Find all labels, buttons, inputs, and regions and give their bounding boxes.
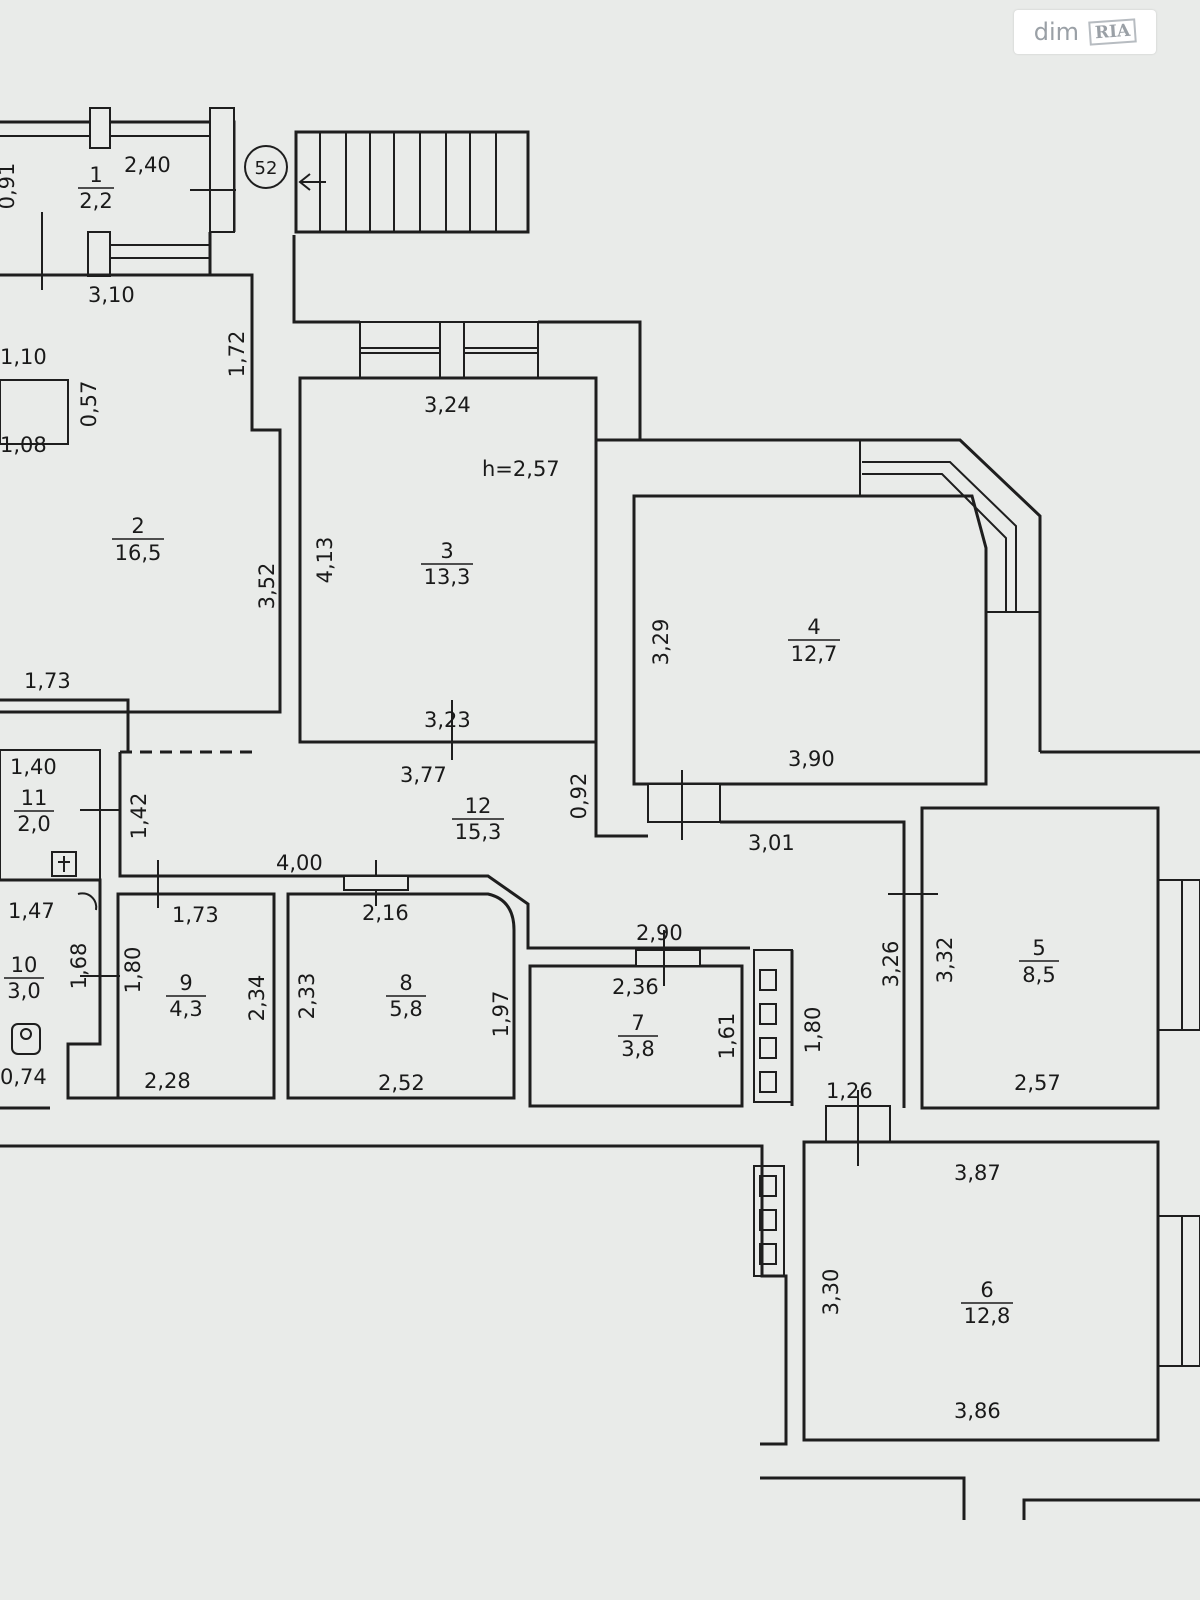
room-2-label: 2 16,5	[112, 514, 164, 565]
dimension-label: 2,36	[612, 975, 659, 999]
room-11-label: 11 2,0	[14, 786, 54, 836]
dimension-label: 4,13	[313, 537, 337, 584]
room-area: 4,3	[169, 997, 202, 1021]
dimension-label: 3,29	[649, 619, 673, 666]
dimension-label: 3,52	[255, 563, 279, 610]
room-12-label: 12 15,3	[452, 794, 504, 844]
dimension-label: 2,90	[636, 921, 683, 945]
dimension-label: 2,33	[295, 973, 319, 1020]
dimension-label: 2,34	[245, 975, 269, 1022]
room-1-label: 1 2,2	[78, 163, 114, 213]
dimension-label: 1,08	[0, 433, 47, 457]
room-number: 11	[21, 786, 48, 810]
room-9-label: 9 4,3	[166, 971, 206, 1021]
room-area: 13,3	[424, 565, 471, 589]
room-number: 4	[807, 615, 820, 639]
dimension-label: 2,40	[124, 153, 171, 177]
room-area: 12,8	[964, 1304, 1011, 1328]
room-area: 8,5	[1022, 963, 1055, 987]
dimension-label: 3,86	[954, 1399, 1001, 1423]
dimension-label: 1,73	[172, 903, 219, 927]
room-7-label: 7 3,8	[618, 1011, 658, 1061]
room-number: 3	[440, 539, 453, 563]
dimension-label: 0,74	[0, 1065, 47, 1089]
room-6-label: 6 12,8	[961, 1278, 1013, 1328]
room-area: 2,2	[79, 189, 112, 213]
dimension-label: 3,01	[748, 831, 795, 855]
dimension-label: 1,73	[24, 669, 71, 693]
room-number: 6	[980, 1278, 993, 1302]
dimension-label: 2,16	[362, 901, 409, 925]
dimension-label: 1,26	[826, 1079, 873, 1103]
room-area: 16,5	[115, 541, 162, 565]
dimension-label: 1,40	[10, 755, 57, 779]
dimension-label: 2,57	[1014, 1071, 1061, 1095]
room-5-label: 5 8,5	[1019, 936, 1059, 987]
dimension-label: 1,42	[127, 793, 151, 840]
dimension-label: 4,00	[276, 851, 323, 875]
room-number: 9	[179, 971, 192, 995]
dimension-label: 1,80	[801, 1007, 825, 1054]
room-number: 12	[465, 794, 492, 818]
dimension-label: 3,10	[88, 283, 135, 307]
dimension-label: 3,90	[788, 747, 835, 771]
dimension-label: 1,10	[0, 345, 47, 369]
walls	[0, 107, 1200, 1520]
room-labels: 1 2,2 2 16,5 3 13,3 4 12,7 5 8,5 6 12,8	[4, 163, 1059, 1328]
room-8-label: 8 5,8	[386, 971, 426, 1021]
room-4-label: 4 12,7	[788, 615, 840, 666]
room-area: 3,0	[7, 979, 40, 1003]
room-number: 1	[89, 163, 102, 187]
stair-marker-label: 52	[255, 158, 278, 179]
stair-marker: 52	[244, 145, 288, 189]
logo-badge: RIA	[1088, 18, 1138, 46]
room-number: 8	[399, 971, 412, 995]
room-area: 5,8	[389, 997, 422, 1021]
logo-text: dim	[1033, 18, 1079, 46]
dimension-label: 1,72	[225, 331, 249, 378]
dim-ria-logo[interactable]: dim RIA	[1014, 10, 1156, 54]
dimension-label: 1,68	[67, 943, 91, 990]
ceiling-height-note: h=2,57	[482, 457, 560, 481]
dimension-label: 0,57	[77, 381, 101, 428]
dimension-label: 3,77	[400, 763, 447, 787]
room-area: 12,7	[791, 642, 838, 666]
room-area: 2,0	[17, 812, 50, 836]
dimension-label: 1,97	[489, 991, 513, 1038]
dimension-label: 1,80	[121, 947, 145, 994]
dimension-label: 1,47	[8, 899, 55, 923]
dimension-label: 2,28	[144, 1069, 191, 1093]
room-area: 15,3	[455, 820, 502, 844]
room-number: 2	[131, 514, 144, 538]
room-number: 5	[1032, 936, 1045, 960]
dimension-label: 3,24	[424, 393, 471, 417]
dimension-label: 3,87	[954, 1161, 1001, 1185]
dimension-label: 3,23	[424, 708, 471, 732]
room-number: 7	[631, 1011, 644, 1035]
dimension-label: 2,52	[378, 1071, 425, 1095]
dimension-label: 0,92	[567, 773, 591, 820]
dimension-label: 1,61	[715, 1013, 739, 1060]
dimension-labels: 0,91 2,40 3,10 1,10 0,57 1,08 1,72 3,24 …	[0, 153, 1061, 1423]
room-number: 10	[11, 953, 38, 977]
dimension-label: 3,26	[879, 941, 903, 988]
room-3-label: 3 13,3	[421, 539, 473, 589]
dimension-label: 0,91	[0, 163, 19, 210]
dimension-label: 3,30	[819, 1269, 843, 1316]
room-area: 3,8	[621, 1037, 654, 1061]
room-10-label: 10 3,0	[4, 953, 44, 1003]
dimension-label: 3,32	[933, 937, 957, 984]
